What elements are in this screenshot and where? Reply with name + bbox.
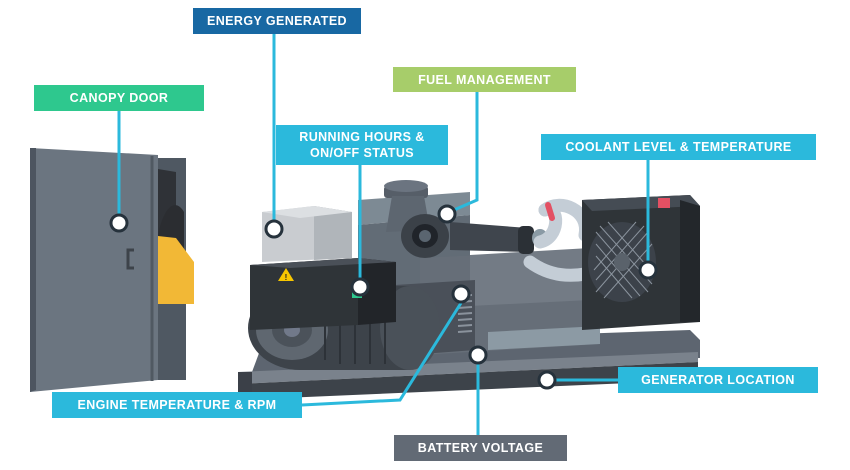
canopy-door-label[interactable]: CANOPY DOOR [34,85,204,111]
engine-temperature-marker[interactable] [451,284,471,304]
energy-generated-label[interactable]: ENERGY GENERATED [193,8,361,34]
warning-icon [278,268,294,281]
door-handle [126,248,134,270]
energy-meter-box [262,206,352,262]
generator-location-label[interactable]: GENERATOR LOCATION [618,367,818,393]
engine-temperature-connector [301,302,463,407]
canopy-door-marker[interactable] [109,213,129,233]
coolant-marker[interactable] [638,260,658,280]
engine-temperature-label[interactable]: ENGINE TEMPERATURE & RPM [52,392,302,418]
connector-lines [117,34,650,435]
running-hours-label[interactable]: RUNNING HOURS & ON/OFF STATUS [276,125,448,165]
battery-voltage-marker[interactable] [468,345,488,365]
fuel-management-marker[interactable] [437,204,457,224]
sensor-markers [109,204,658,390]
operator-figure [158,236,194,304]
coolant-level-label[interactable]: COOLANT LEVEL & TEMPERATURE [541,134,816,160]
control-panel: ! [250,258,396,330]
svg-text:!: ! [285,273,288,282]
fuel-management-connector [446,92,479,215]
running-hours-marker[interactable] [350,277,370,297]
battery-voltage-label[interactable]: BATTERY VOLTAGE [394,435,567,461]
energy-generated-marker[interactable] [264,219,284,239]
canopy-door [30,148,194,392]
radiator [582,195,700,330]
fuel-management-label[interactable]: FUEL MANAGEMENT [393,67,576,92]
generator-location-marker[interactable] [537,370,557,390]
